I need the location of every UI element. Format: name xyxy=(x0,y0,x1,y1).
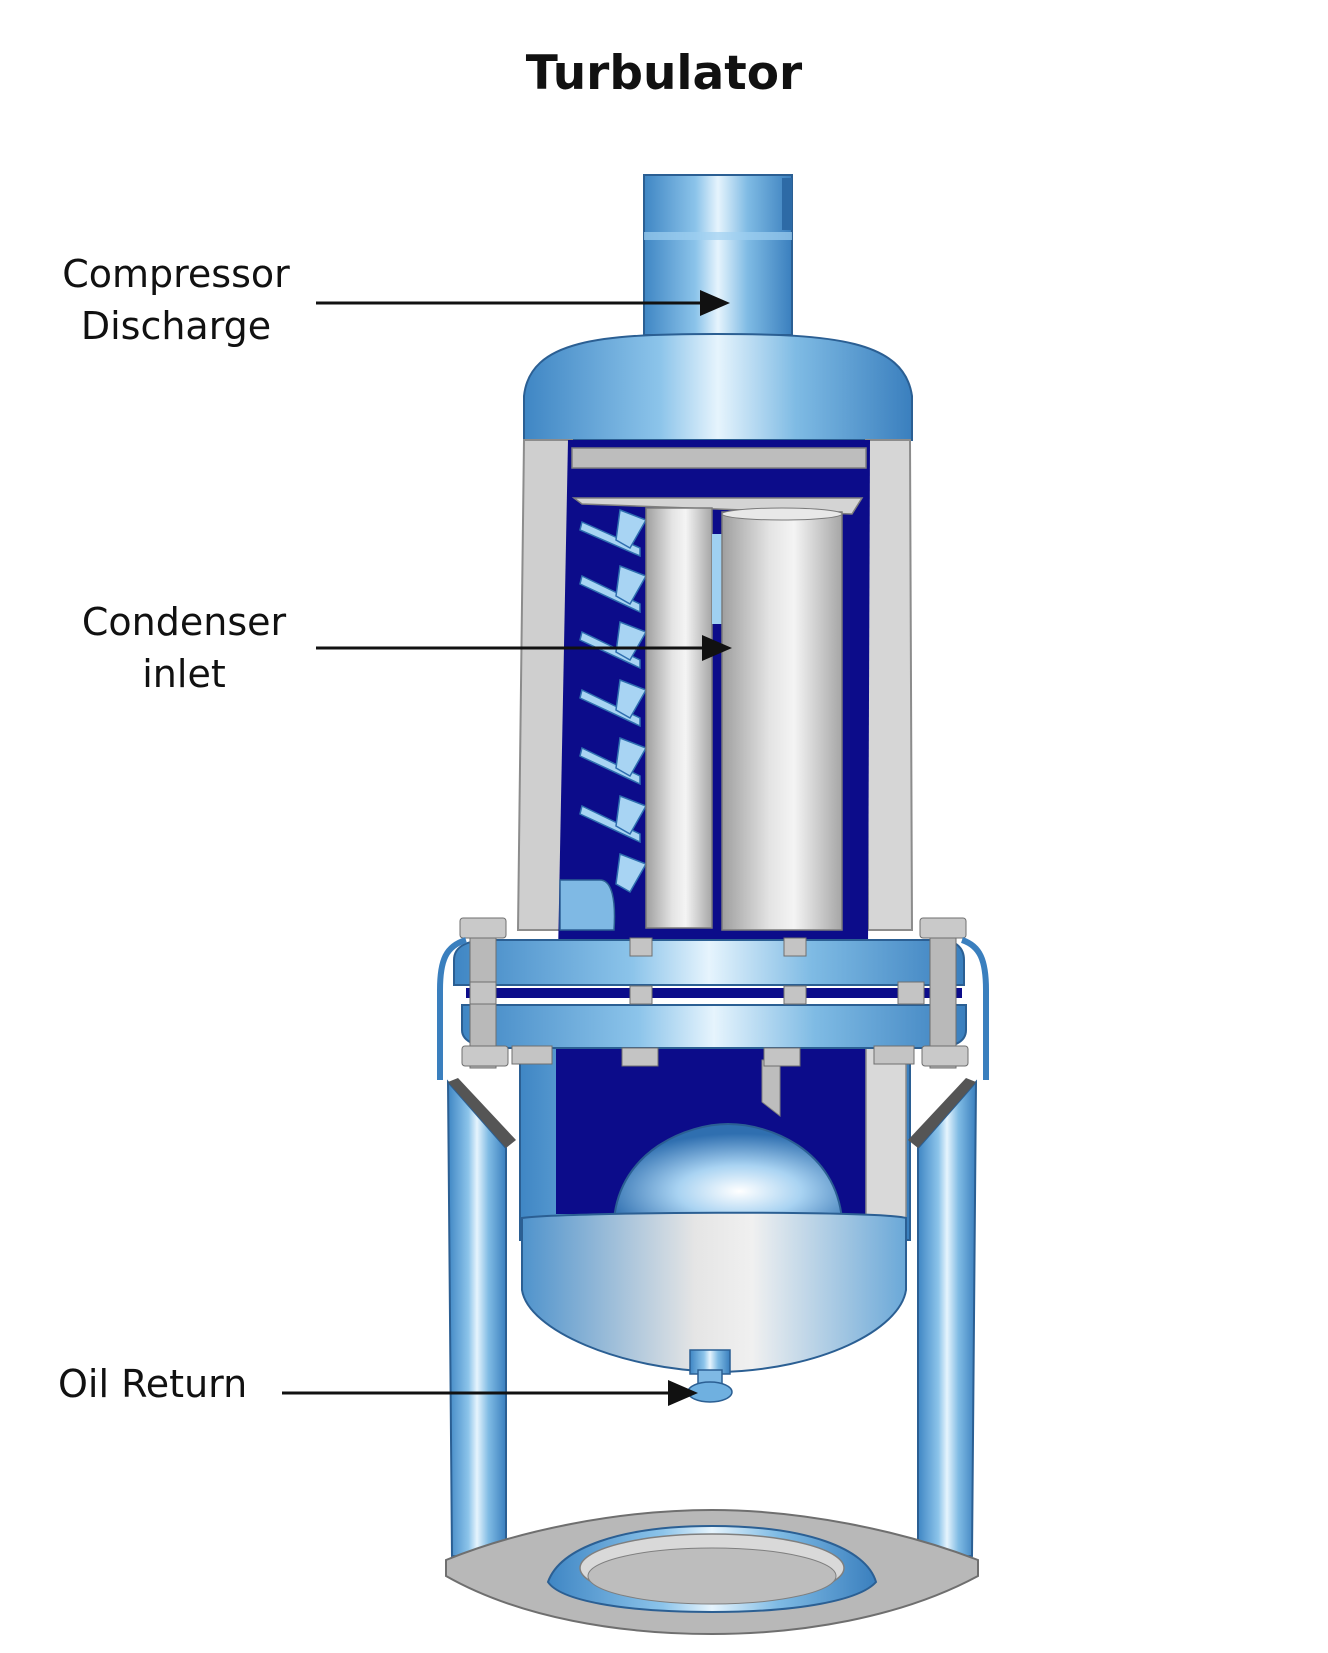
diagram-title: Turbulator xyxy=(525,46,803,101)
flange-assembly xyxy=(453,917,969,1069)
label-compressor-discharge: Compressor Discharge xyxy=(40,248,312,352)
arrowhead-oil-return xyxy=(668,1380,698,1406)
float-ball xyxy=(612,1122,844,1221)
discharge-pipe xyxy=(643,174,793,336)
label-oil-return: Oil Return xyxy=(58,1362,248,1406)
bottom-bowl xyxy=(521,1211,907,1374)
inner-bracket xyxy=(559,879,616,931)
base-ring xyxy=(445,1508,979,1636)
arrowhead-compressor-discharge xyxy=(700,290,730,316)
inner-tubes xyxy=(645,507,843,931)
label-compressor-line2: Discharge xyxy=(80,304,272,348)
oil-return-fitting xyxy=(687,1349,733,1403)
label-condenser-inlet: Condenser inlet xyxy=(60,596,308,700)
label-condenser-line1: Condenser xyxy=(81,600,287,644)
lower-body xyxy=(519,1039,911,1374)
callout-arrows xyxy=(282,290,732,1406)
arrowhead-condenser-inlet xyxy=(702,635,732,661)
upper-shell xyxy=(516,439,914,955)
support-legs xyxy=(437,937,989,1562)
turbulator-vanes xyxy=(579,508,648,894)
label-compressor-line1: Compressor xyxy=(62,252,290,296)
top-dome-cap xyxy=(523,332,913,441)
label-condenser-line2: inlet xyxy=(142,652,226,696)
